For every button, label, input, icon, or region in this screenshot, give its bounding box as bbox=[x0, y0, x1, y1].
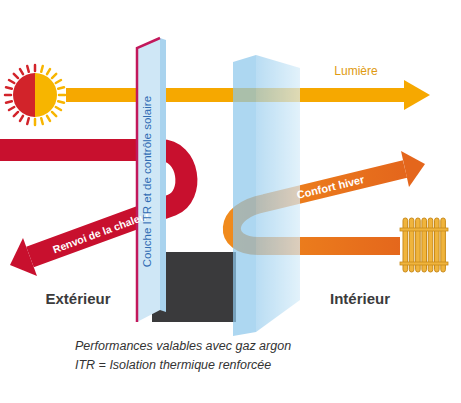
winter-comfort-label: Confort hiver bbox=[296, 173, 366, 202]
outside-label: Extérieur bbox=[45, 290, 110, 307]
inner-glass-pane bbox=[233, 55, 300, 336]
radiator-symbol bbox=[400, 218, 448, 272]
light-label: Lumière bbox=[334, 65, 377, 79]
sun-symbol bbox=[5, 65, 65, 125]
outer-glass-pane bbox=[137, 38, 166, 322]
note-text: Performances valables avec gaz argon bbox=[75, 339, 291, 353]
inside-label: Intérieur bbox=[330, 290, 390, 307]
note-text: ITR = Isolation thermique renforcée bbox=[75, 358, 271, 372]
coating-label: Couche ITR et de contrôle solaire bbox=[141, 96, 154, 267]
